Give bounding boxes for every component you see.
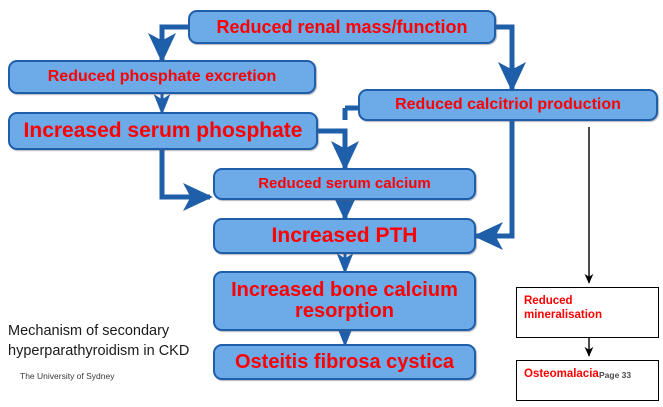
node-reduced-serum-calcium[interactable]: Reduced serum calcium xyxy=(213,168,476,200)
node-increased-serum-phosphate[interactable]: Increased serum phosphate xyxy=(8,112,318,150)
node-reduced-renal-mass[interactable]: Reduced renal mass/function xyxy=(188,10,496,44)
page-number-label: Page 33 xyxy=(599,370,632,380)
node-osteitis-fibrosa-cystica[interactable]: Osteitis fibrosa cystica xyxy=(213,344,476,380)
node-reduced-mineralisation[interactable]: Reduced mineralisation xyxy=(516,287,659,338)
edge-serum-phosphate-to-calcium-left xyxy=(159,150,213,211)
node-osteomalacia[interactable]: Osteomalacia xyxy=(516,360,659,401)
edge-calcitriol-to-pth xyxy=(473,120,515,251)
node-reduced-calcitriol-production[interactable]: Reduced calcitriol production xyxy=(358,89,658,121)
university-footer: The University of Sydney xyxy=(20,371,115,381)
diagram-caption-line2: hyperparathyroidism in CKD xyxy=(8,343,190,359)
node-increased-pth[interactable]: Increased PTH xyxy=(213,218,476,254)
edge-serum-phosphate-to-serum-calcium xyxy=(318,128,360,171)
node-reduced-phosphate-excretion[interactable]: Reduced phosphate excretion xyxy=(8,60,316,94)
edge-renal-to-phosphate-excretion xyxy=(148,24,188,63)
diagram-caption-line1: Mechanism of secondary xyxy=(8,323,170,339)
edge-renal-to-calcitriol xyxy=(496,24,527,92)
node-increased-bone-calcium-resorption[interactable]: Increased bone calcium resorption xyxy=(213,271,476,331)
